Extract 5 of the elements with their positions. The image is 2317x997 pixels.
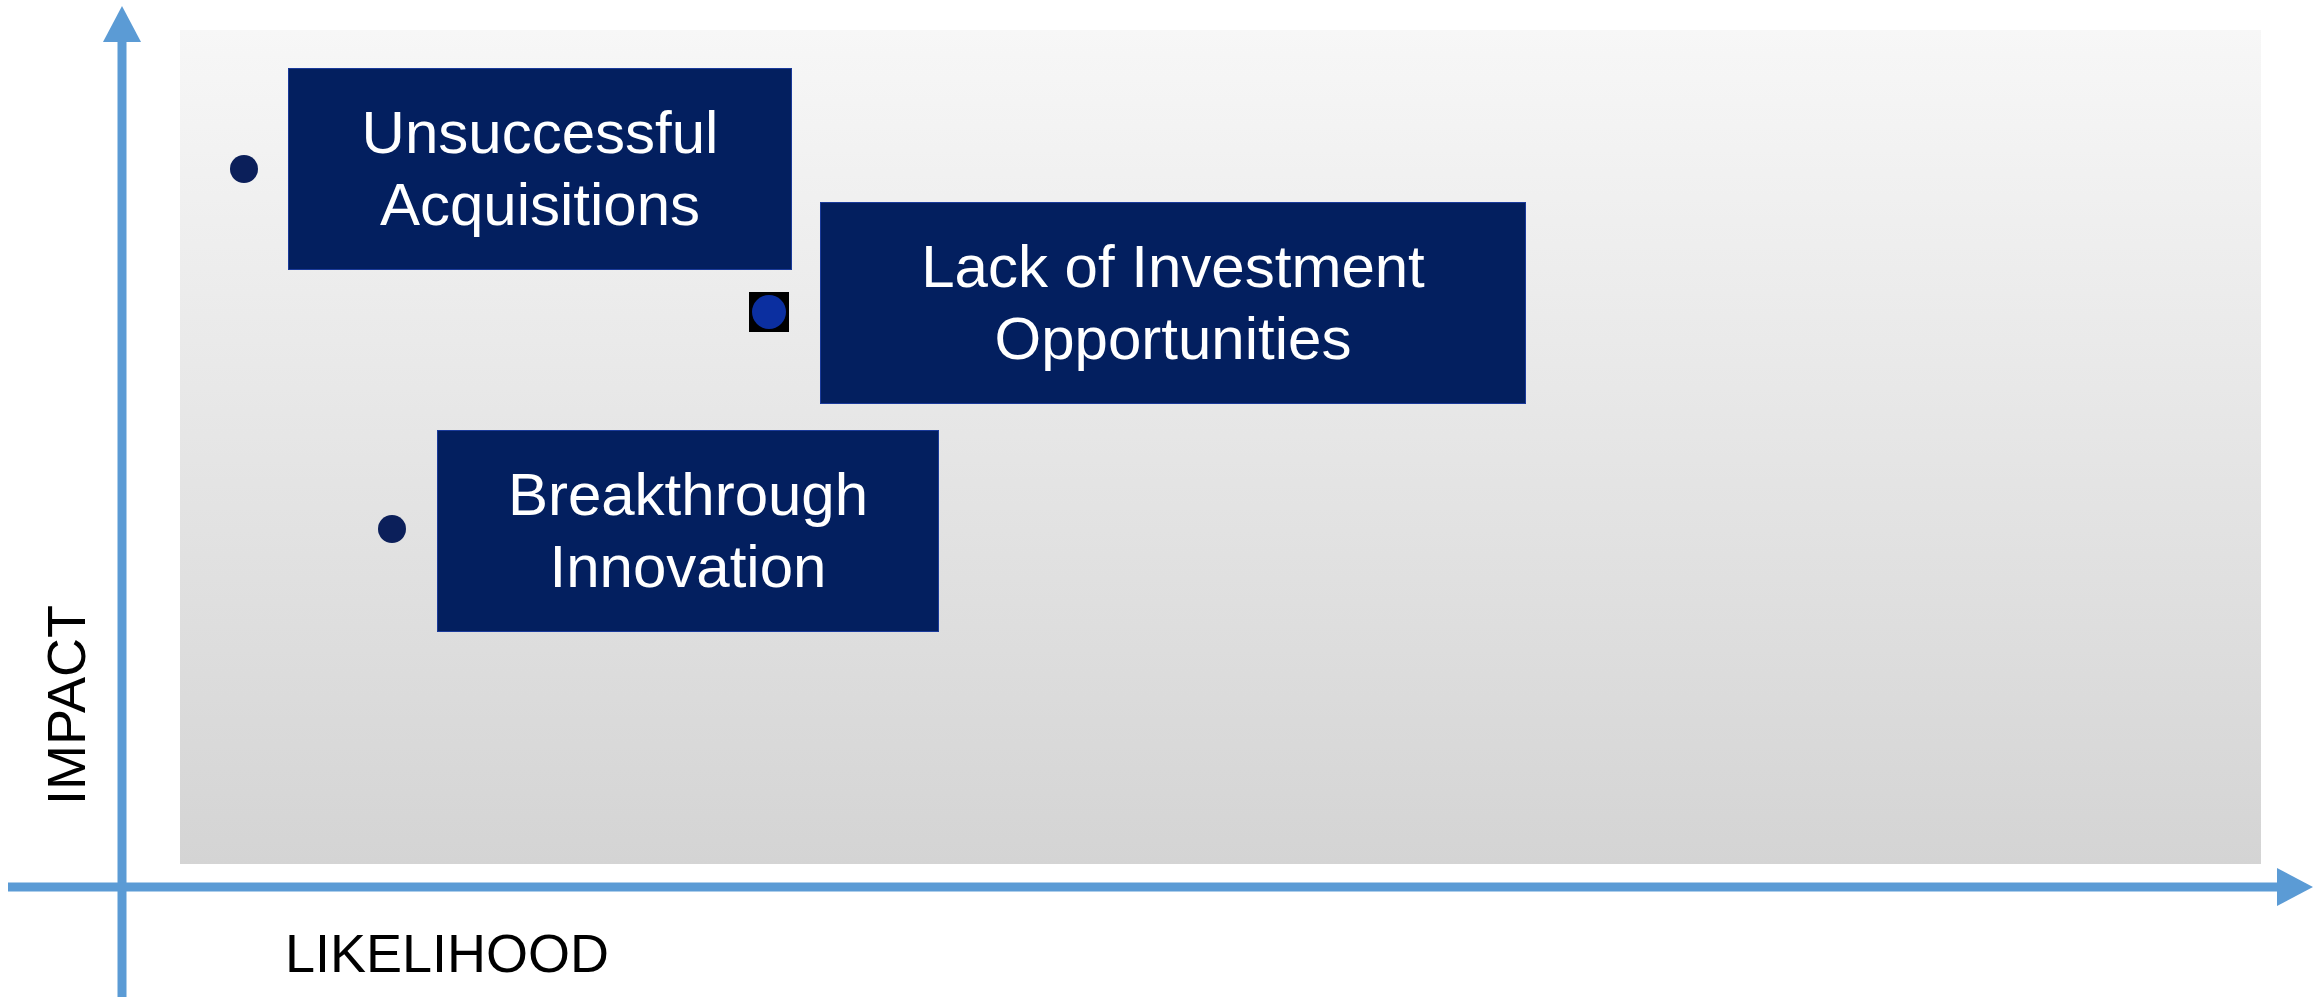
risk-box: Unsuccessful Acquisitions [288,68,792,270]
risk-box: Breakthrough Innovation [437,430,939,632]
risk-box: Lack of Investment Opportunities [820,202,1526,404]
x-axis-label: LIKELIHOOD [285,922,610,984]
y-axis-label: IMPACT [35,605,97,805]
